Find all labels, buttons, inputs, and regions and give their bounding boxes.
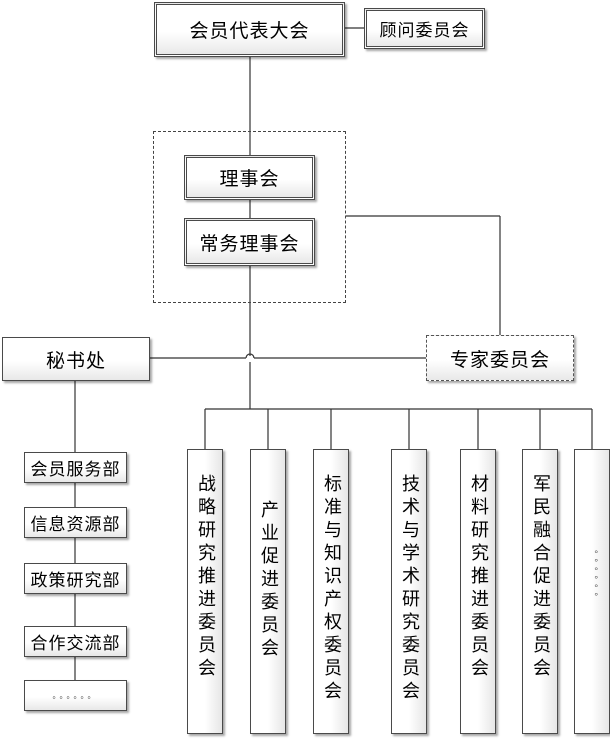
committee-box-more: 。。。。。。 — [574, 449, 610, 734]
expert-committee-box: 专家委员会 — [426, 335, 574, 381]
advisory-committee-box: 顾问委员会 — [364, 8, 485, 49]
standing-board-label: 常务理事会 — [199, 232, 300, 255]
secretariat-box: 秘书处 — [2, 337, 150, 381]
department-label: 合作交流部 — [30, 634, 121, 654]
assembly-label: 会员代表大会 — [189, 20, 310, 42]
council-group-frame — [153, 131, 346, 303]
department-box: 信息资源部 — [24, 507, 127, 538]
board-label: 理事会 — [219, 168, 280, 190]
department-more-label: 。。。。。。 — [52, 691, 99, 700]
department-box-more: 。。。。。。 — [24, 680, 127, 711]
department-label: 信息资源部 — [30, 515, 121, 535]
department-box: 合作交流部 — [24, 626, 127, 657]
committee-box: 战略研究推进委员会 — [187, 449, 223, 734]
standing-board-box: 常务理事会 — [184, 218, 315, 266]
advisory-committee-label: 顾问委员会 — [379, 21, 470, 41]
committee-box: 军民融合促进委员会 — [522, 449, 558, 734]
department-box: 会员服务部 — [24, 452, 127, 483]
committee-label: 战略研究推进委员会 — [195, 474, 216, 681]
committee-box: 标准与知识产权委员会 — [313, 449, 349, 734]
committee-more-label: 。。。。。。 — [587, 550, 597, 606]
committee-label: 产业促进委员会 — [258, 500, 279, 661]
department-label: 会员服务部 — [30, 460, 121, 480]
secretariat-label: 秘书处 — [45, 349, 106, 372]
committee-label: 标准与知识产权委员会 — [321, 474, 342, 704]
committee-box: 产业促进委员会 — [250, 449, 286, 734]
department-box: 政策研究部 — [24, 563, 127, 594]
department-label: 政策研究部 — [30, 571, 121, 591]
expert-committee-label: 专家委员会 — [449, 348, 550, 371]
board-box: 理事会 — [184, 155, 315, 200]
assembly-box: 会员代表大会 — [154, 2, 345, 57]
committee-label: 军民融合促进委员会 — [530, 474, 551, 681]
committee-box: 技术与学术研究委员会 — [391, 449, 427, 734]
committee-label: 材料研究推进委员会 — [468, 474, 489, 681]
committee-box: 材料研究推进委员会 — [460, 449, 496, 734]
committee-label: 技术与学术研究委员会 — [399, 474, 420, 704]
